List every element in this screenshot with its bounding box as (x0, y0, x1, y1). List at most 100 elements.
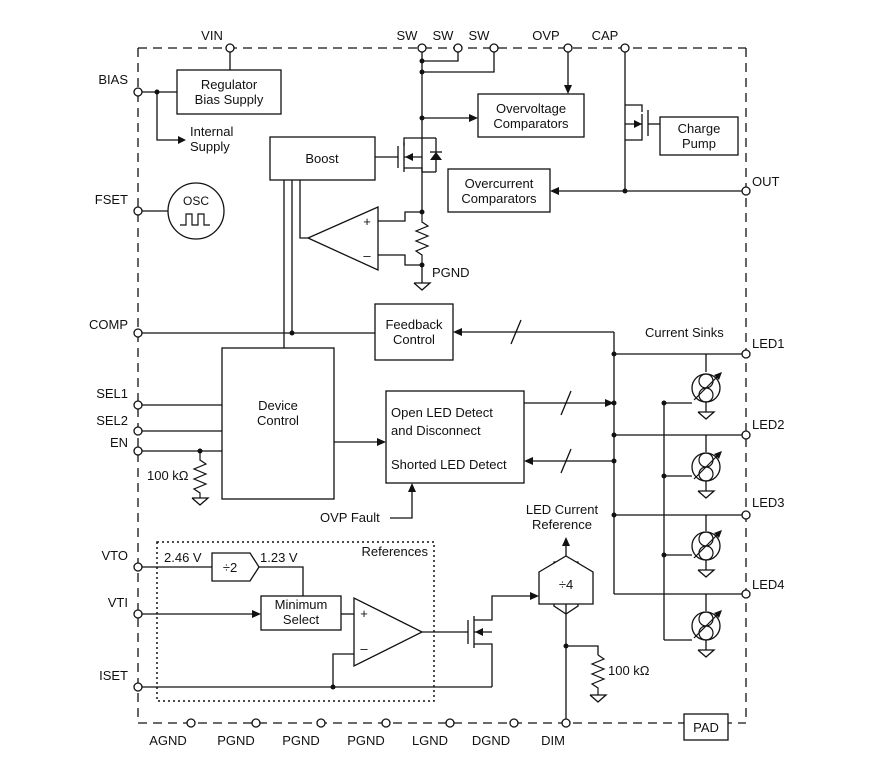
references-box (156, 541, 435, 702)
pin-en-terminal (133, 446, 143, 456)
pin-out-label: OUT (752, 174, 780, 189)
divide-by-4-shape (538, 555, 594, 605)
regulator-label-1: Regulator (201, 77, 258, 92)
pin-ovp-label: OVP (532, 28, 559, 43)
fb-label-1: Feedback (385, 317, 443, 332)
pin-vto-terminal (133, 562, 143, 572)
pin-pgnd1-terminal (251, 718, 261, 728)
pin-dgnd-label: DGND (472, 733, 510, 748)
dim-pulldown-resistor (590, 654, 606, 695)
pad-box (683, 713, 729, 741)
pin-dgnd-terminal (509, 718, 519, 728)
amp2-minus: – (360, 641, 368, 656)
pin-ovp-terminal (563, 43, 573, 53)
dev-label-2: Control (257, 413, 299, 428)
en-pulldown-resistor (192, 451, 208, 498)
device-control-block (221, 347, 335, 500)
pin-en-label: EN (110, 435, 128, 450)
pin-iset-label: ISET (99, 668, 128, 683)
pin-led4-terminal (741, 589, 751, 599)
cp-label-2: Pump (682, 136, 716, 151)
amp1-plus: + (363, 214, 371, 229)
current-sink-2 (664, 435, 722, 499)
pin-vti-label: VTI (108, 595, 128, 610)
pin-bias-label: BIAS (98, 72, 128, 87)
pin-led1-terminal (741, 349, 751, 359)
pin-pgnd3-terminal (381, 718, 391, 728)
pin-agnd-label: AGND (149, 733, 187, 748)
internal-supply-label-1: Internal (190, 124, 233, 139)
pin-fset-label: FSET (95, 192, 128, 207)
reference-mosfet (467, 595, 531, 687)
dev-label-1: Device (258, 398, 298, 413)
dim-ground-icon (589, 694, 608, 703)
pin-vin-terminal (225, 43, 235, 53)
min-label-1: Minimum (275, 597, 328, 612)
charge-pump-block (659, 116, 739, 156)
pin-led4-label: LED4 (752, 577, 785, 592)
pin-fset-terminal (133, 206, 143, 216)
ovp-fault-label: OVP Fault (320, 510, 380, 525)
pin-sel1-label: SEL1 (96, 386, 128, 401)
pin-vti-terminal (133, 609, 143, 619)
pin-vin: VIN (201, 28, 235, 53)
pin-vin-label: VIN (201, 28, 223, 43)
boost-mosfet (397, 137, 442, 173)
current-sink-3 (664, 515, 722, 578)
pin-comp-terminal (133, 328, 143, 338)
pin-lgnd-label: LGND (412, 733, 448, 748)
open-led-label-1: Open LED Detect (391, 405, 493, 420)
en-ground-icon (191, 497, 210, 506)
current-sink-4 (664, 594, 722, 658)
led-current-ref-label-1: LED Current (526, 502, 599, 517)
pin-sel2-terminal (133, 426, 143, 436)
amp1-minus: – (363, 248, 371, 263)
pin-agnd-terminal (186, 718, 196, 728)
regulator-bias-supply-block (176, 69, 282, 115)
div4-label: ÷4 (559, 577, 573, 592)
pin-comp-label: COMP (89, 317, 128, 332)
oscillator-icon (167, 182, 225, 240)
current-sink-1 (664, 354, 722, 420)
pin-sw2-label: SW (433, 28, 455, 43)
reference-amplifier (353, 596, 424, 668)
cp-label-1: Charge (678, 121, 721, 136)
pin-lgnd-terminal (445, 718, 455, 728)
vto-voltage-label: 2.46 V (164, 550, 202, 565)
div2-label: ÷2 (223, 560, 237, 575)
charge-pump-mosfet (625, 110, 649, 141)
dim-resistor-label: 100 kΩ (608, 663, 650, 678)
en-resistor-label: 100 kΩ (147, 468, 189, 483)
divide-by-2-block (211, 552, 260, 582)
pin-pgnd2-terminal (316, 718, 326, 728)
pin-vto-label: VTO (102, 548, 129, 563)
pgnd-internal-label: PGND (432, 265, 470, 280)
ov-label-2: Comparators (493, 116, 569, 131)
ov-label-1: Overvoltage (496, 101, 566, 116)
pin-led2-terminal (741, 430, 751, 440)
div-output-voltage-label: 1.23 V (260, 550, 298, 565)
pin-sel1-terminal (133, 400, 143, 410)
pin-out-terminal (741, 186, 751, 196)
boost-block (269, 136, 376, 181)
current-sinks-label: Current Sinks (645, 325, 724, 340)
references-label: References (362, 544, 429, 559)
pin-pad-label: PAD (693, 720, 719, 735)
pin-pgnd1-label: PGND (217, 733, 255, 748)
pin-cap-label: CAP (592, 28, 619, 43)
pin-dim-terminal (561, 718, 571, 728)
pin-sw2-terminal (453, 43, 463, 53)
sense-resistor (414, 212, 430, 265)
osc-label: OSC (183, 194, 209, 208)
pin-led3-label: LED3 (752, 495, 785, 510)
boost-label: Boost (305, 151, 339, 166)
pin-bias-terminal (133, 87, 143, 97)
pin-pgnd3-label: PGND (347, 733, 385, 748)
oc-label-2: Comparators (461, 191, 537, 206)
pin-dim-label: DIM (541, 733, 565, 748)
led-detect-block (385, 390, 525, 484)
pin-cap-terminal (620, 43, 630, 53)
pin-led1-label: LED1 (752, 336, 785, 351)
min-label-2: Select (283, 612, 320, 627)
internal-supply-label-2: Supply (190, 139, 230, 154)
